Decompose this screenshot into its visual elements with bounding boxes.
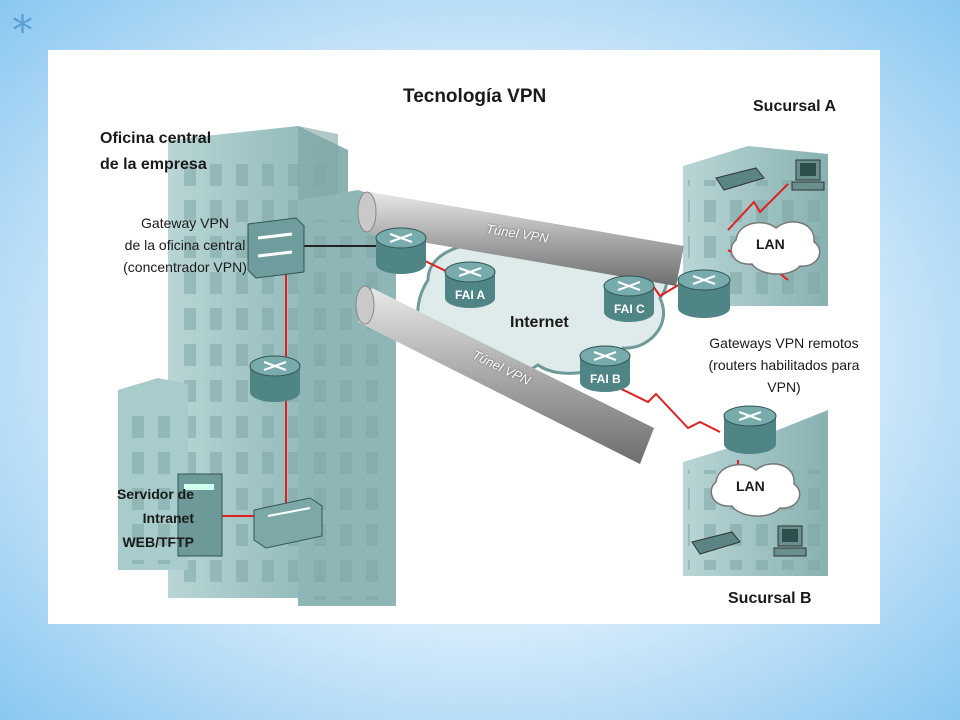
lan-a-label: LAN: [756, 236, 785, 252]
branch-a-pc-icon: [791, 159, 825, 191]
branch-a-label: Sucursal A: [753, 98, 836, 115]
hq-label-line-2: de la empresa: [100, 156, 207, 173]
hq-internal-router-icon: [249, 355, 301, 402]
lan-b-cloud: [710, 463, 801, 517]
vpn-concentrator-icon: [247, 217, 305, 279]
branch-b-phone-icon: [691, 531, 741, 555]
hq-gateway-line-2: de la oficina central: [124, 237, 246, 253]
hq-label: Oficina central de la empresa: [100, 126, 211, 178]
server-label: Servidor de Intranet WEB/TFTP: [84, 482, 194, 554]
remote-line-1: Gateways VPN remotos: [709, 335, 859, 351]
diagram-title: Tecnología VPN: [403, 86, 547, 107]
branch-a-phone-icon: [715, 167, 765, 191]
server-line-3: WEB/TFTP: [122, 534, 194, 550]
remote-line-3: VPN): [767, 379, 801, 395]
branch-b-pc-icon: [773, 525, 807, 557]
remote-gateways-label: Gateways VPN remotos (routers habilitado…: [700, 332, 868, 398]
server-line-2: Intranet: [142, 510, 194, 526]
isp-a-label: FAI A: [455, 288, 486, 302]
branch-a-gateway-router-icon: [677, 269, 731, 318]
isp-c-label: FAI C: [614, 302, 645, 316]
hq-edge-router-icon: [375, 227, 427, 274]
isp-a-router-icon: [444, 261, 496, 308]
server-line-1: Servidor de: [116, 486, 194, 502]
isp-b-label: FAI B: [590, 372, 621, 386]
branch-b-gateway-router-icon: [723, 405, 777, 454]
hq-gateway-label: Gateway VPN de la oficina central (conce…: [100, 212, 270, 278]
internet-label: Internet: [510, 314, 569, 331]
hq-gateway-line-3: (concentrador VPN): [123, 259, 247, 275]
hq-gateway-line-1: Gateway VPN: [141, 215, 229, 231]
vpn-tunnel-top: [357, 191, 684, 286]
lan-a-cloud: [730, 221, 821, 275]
lan-b-label: LAN: [736, 478, 765, 494]
intranet-server-icon: [177, 473, 223, 557]
remote-line-2: (routers habilitados para: [708, 357, 860, 373]
hq-label-line-1: Oficina central: [100, 130, 212, 147]
isp-b-router-icon: [579, 345, 631, 392]
switch-icon: [253, 497, 323, 549]
vpn-tunnel-bottom: [355, 285, 654, 464]
branch-b-label: Sucursal B: [728, 590, 812, 607]
vpn-diagram: [118, 126, 828, 606]
vpn-diagram-frame: Tecnología VPN Oficina central de la emp…: [48, 50, 880, 624]
decorative-asterisk: *: [12, 6, 33, 55]
isp-c-router-icon: [603, 275, 655, 322]
